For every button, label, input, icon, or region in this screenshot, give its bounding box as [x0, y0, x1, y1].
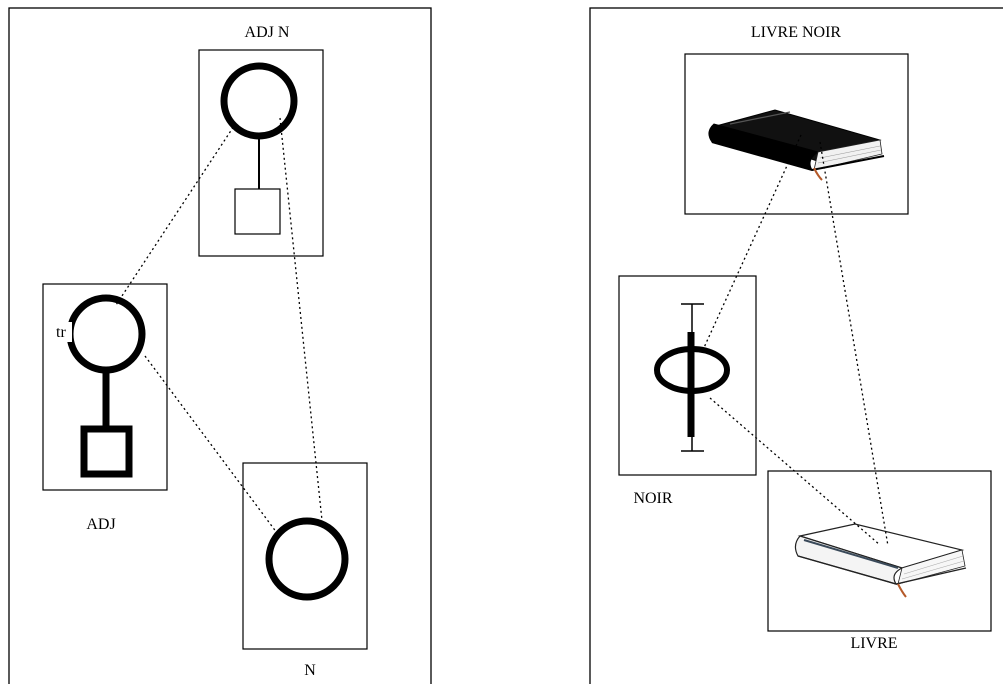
livre-noir-label: LIVRE NOIR [751, 24, 842, 41]
noir-box [618, 275, 757, 476]
adjective-symbol-icon [654, 303, 730, 452]
adj-square-node [80, 425, 133, 478]
adj-n-circle-node [220, 62, 298, 140]
adj-box: tr [42, 283, 168, 491]
noir-label: NOIR [633, 490, 672, 507]
link-livrenoir-to-livre [819, 141, 889, 547]
left-panel: ADJ N tr ADJ N [8, 7, 432, 684]
n-box [242, 462, 368, 650]
adj-fragment-text: tr [56, 324, 66, 341]
link-adj-to-n [144, 355, 281, 538]
livre-noir-box-frame [684, 53, 909, 215]
link-adjn-to-n [279, 117, 324, 531]
link-adjn-to-adj [115, 122, 237, 306]
livre-box-frame [767, 470, 992, 632]
right-panel-frame [589, 7, 1003, 684]
livre-label: LIVRE [850, 635, 897, 652]
adj-box-frame [42, 283, 168, 491]
left-panel-frame [8, 7, 432, 684]
livre-noir-box [684, 53, 909, 215]
adj-n-label: ADJ N [245, 24, 290, 41]
adj-label: ADJ [86, 516, 115, 533]
adj-n-box [198, 49, 324, 257]
adj-n-box-frame [198, 49, 324, 257]
adj-n-square-node [234, 188, 281, 235]
right-panel: LIVRE NOIR [589, 7, 1003, 684]
link-livrenoir-to-noir [701, 134, 802, 353]
adj-fragment-mask [56, 322, 72, 342]
livre-box [767, 470, 992, 632]
n-label: N [304, 662, 316, 679]
white-book-icon [794, 523, 967, 598]
n-circle-node [265, 517, 349, 601]
noir-box-frame [618, 275, 757, 476]
n-box-frame [242, 462, 368, 650]
adj-circle-node [66, 294, 146, 374]
